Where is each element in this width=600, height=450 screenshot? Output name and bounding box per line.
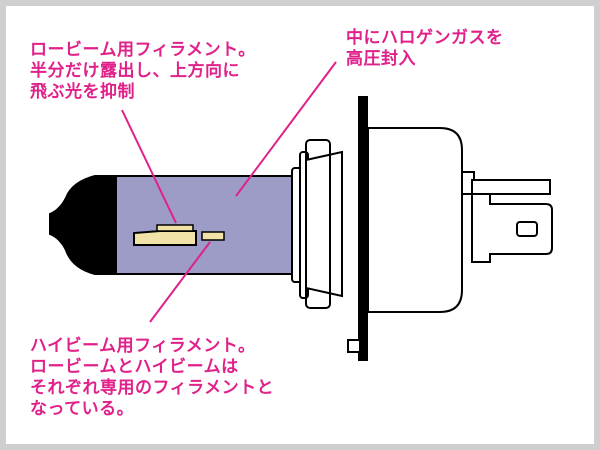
bulb-tip [49, 175, 119, 275]
connector-housing [367, 127, 463, 313]
low-beam-shield [156, 224, 194, 232]
high-beam-filament-label: ハイビーム用フィラメント。 ロービームとハイビームは それぞれ専用のフィラメント… [30, 336, 274, 420]
label-line: なっている。 [30, 399, 135, 419]
halogen-gas-label: 中にハロゲンガスを 高圧封入 [346, 28, 504, 70]
terminal-blade [471, 193, 553, 263]
label-line: ロービーム用フィラメント。 [30, 40, 256, 60]
flange-tab [347, 339, 361, 353]
label-line: それぞれ専用のフィラメントと [30, 378, 275, 398]
leader-halogen-gas [235, 61, 337, 197]
label-line: 高圧封入 [346, 49, 416, 69]
leader-low-beam [121, 109, 177, 224]
label-line: ロービームとハイビームは [30, 357, 239, 377]
base-body [305, 150, 343, 298]
high-beam-filament [201, 231, 225, 241]
low-beam-filament-label: ロービーム用フィラメント。 半分だけ露出し、上方向に 飛ぶ光を抑制 [30, 40, 256, 103]
base-ring-mid [305, 139, 331, 309]
leader-high-beam [149, 241, 211, 323]
label-line: ハイビーム用フィラメント。 [30, 336, 256, 356]
terminal-hole [516, 221, 538, 237]
terminal-upper [471, 179, 551, 195]
label-line: 半分だけ露出し、上方向に [30, 61, 240, 81]
low-beam-filament [133, 230, 197, 246]
glass-envelope [115, 175, 295, 275]
mounting-flange [358, 96, 368, 361]
label-line: 飛ぶ光を抑制 [30, 82, 135, 102]
label-line: 中にハロゲンガスを [346, 28, 504, 48]
